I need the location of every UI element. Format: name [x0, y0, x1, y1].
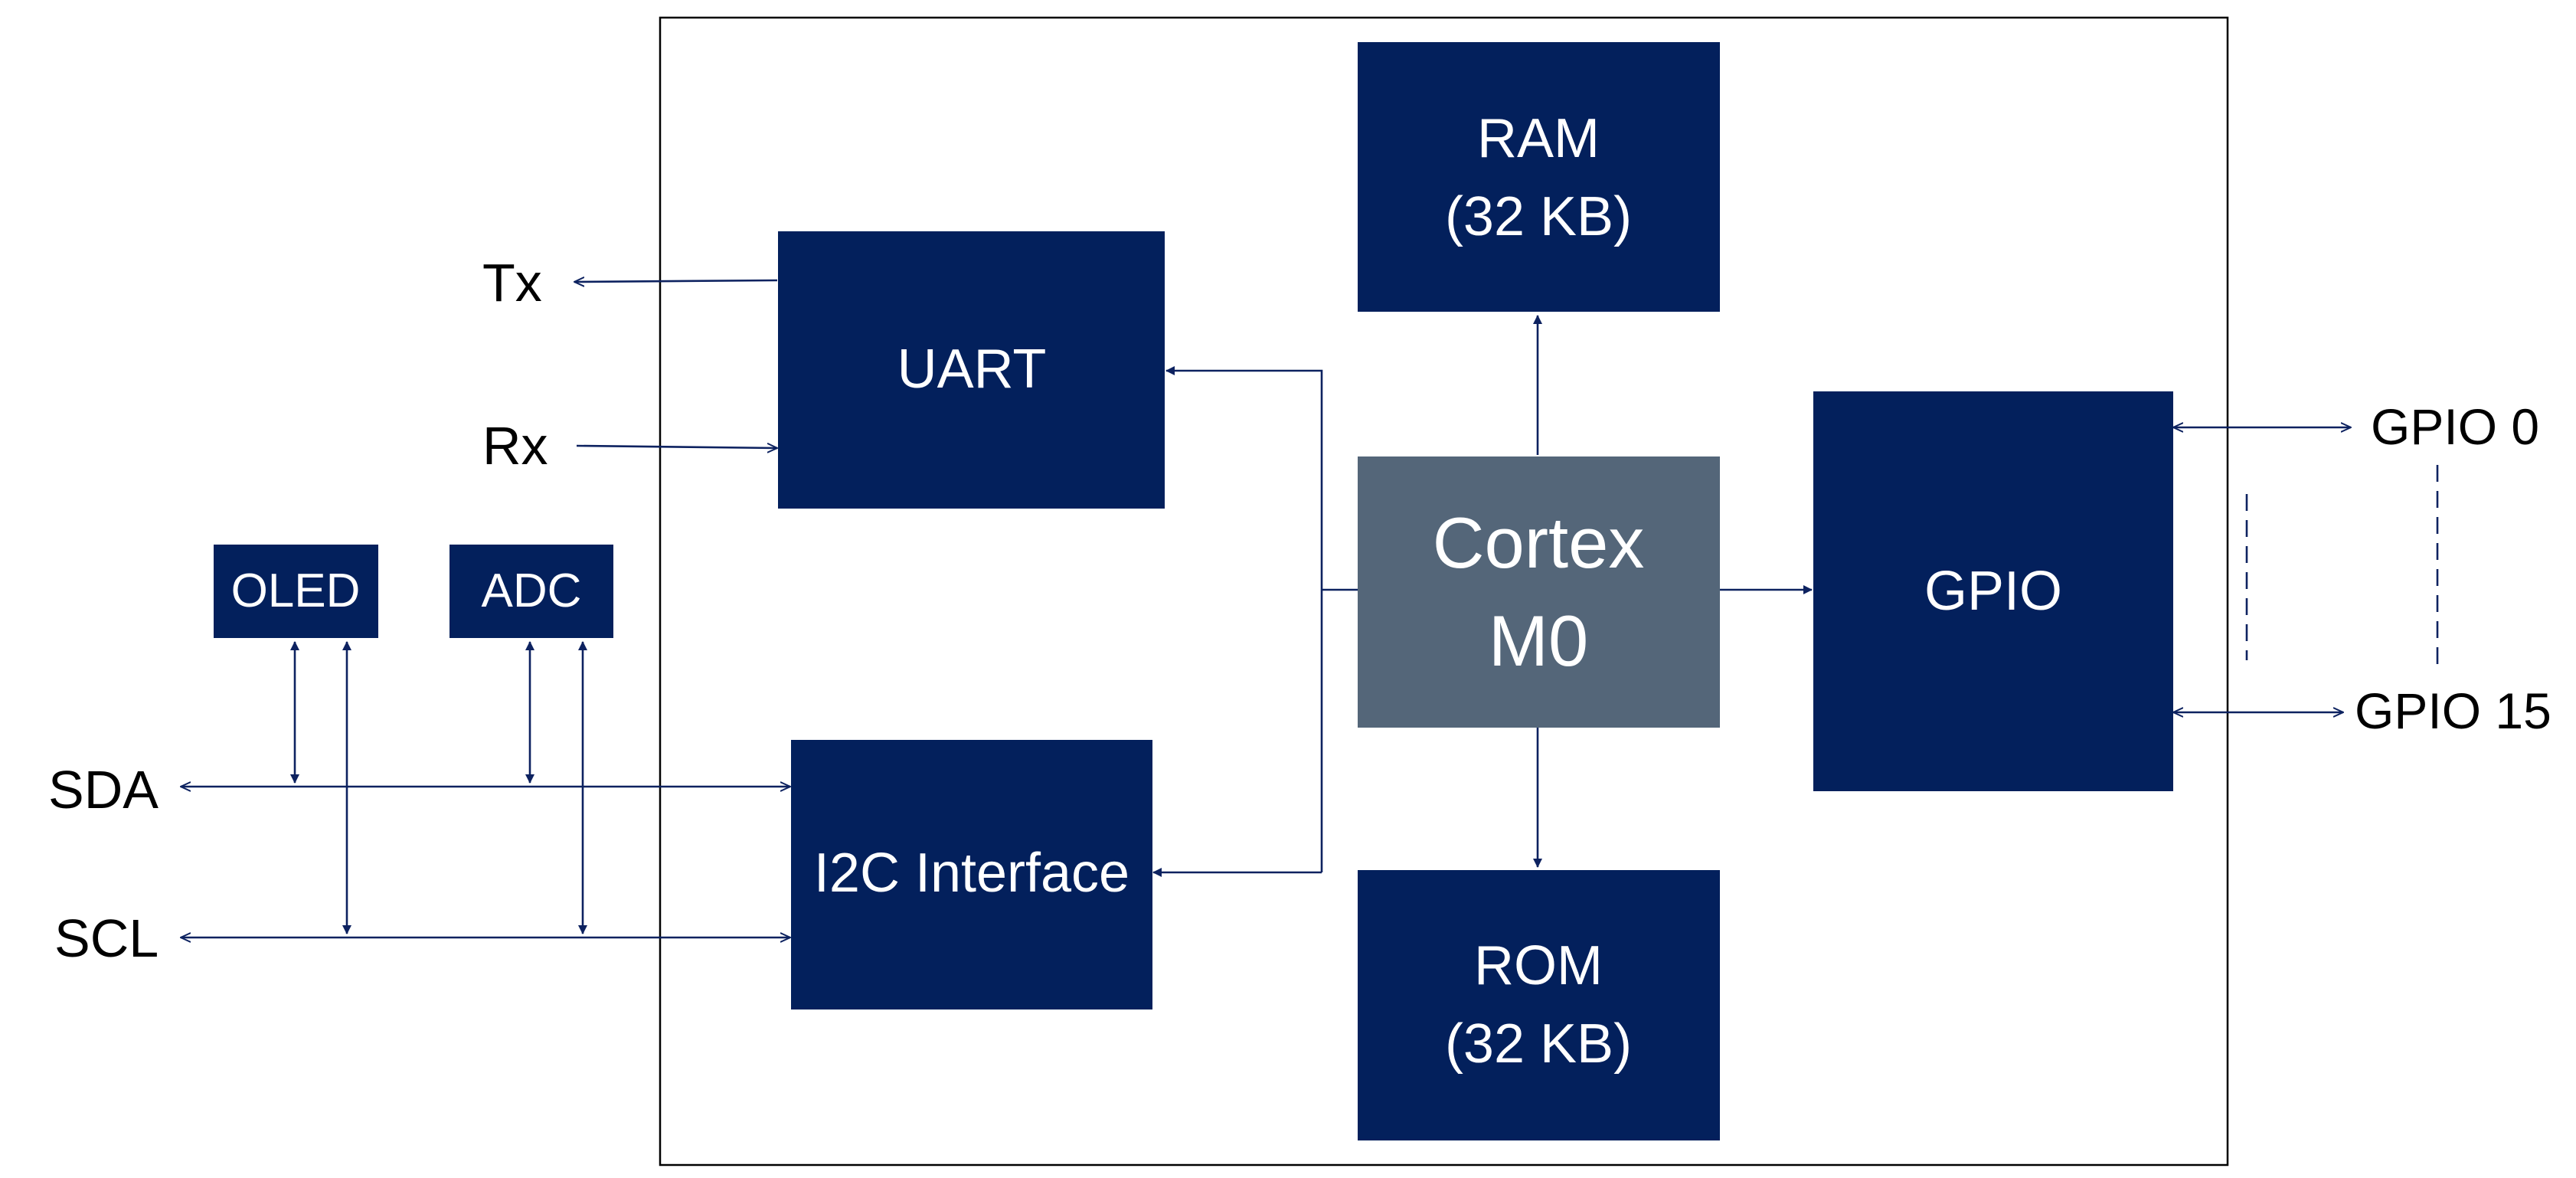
ram-label: RAM: [1477, 108, 1600, 169]
ram-block: RAM (32 KB): [1358, 42, 1720, 312]
rom-box: [1358, 870, 1720, 1140]
oled-label: OLED: [231, 564, 361, 617]
gpio-block: GPIO: [1813, 391, 2173, 791]
i2c-box: [791, 740, 1152, 1009]
cpu-to-uart-arrow: [1165, 366, 1323, 872]
uart-block: UART: [778, 231, 1165, 509]
tx-arrow: [574, 280, 778, 282]
tx-label: Tx: [482, 253, 542, 312]
i2c-label: I2C Interface: [814, 843, 1129, 904]
gpio-box: [1813, 391, 2173, 791]
oled-block: OLED: [214, 545, 378, 638]
oled-box: [214, 545, 378, 638]
rom-size-label: (32 KB): [1445, 1013, 1632, 1075]
adc-box: [449, 545, 613, 638]
scl-label: SCL: [54, 908, 159, 968]
sda-label: SDA: [48, 760, 159, 820]
rx-arrow: [576, 446, 777, 448]
rom-block: ROM (32 KB): [1358, 870, 1720, 1140]
cpu-label-line1: Cortex: [1433, 502, 1645, 583]
cpu-box: [1358, 456, 1720, 728]
gpio-label: GPIO: [1924, 561, 2062, 622]
chip-boundary: [659, 16, 2229, 1167]
rom-label: ROM: [1474, 935, 1603, 996]
ram-size-label: (32 KB): [1445, 186, 1632, 247]
rx-label: Rx: [482, 416, 548, 476]
cortex-m0-block: Cortex M0: [1358, 456, 1720, 728]
adc-label: ADC: [482, 564, 582, 617]
cpu-label-line2: M0: [1489, 600, 1589, 681]
ram-box: [1358, 42, 1720, 312]
adc-block: ADC: [449, 545, 613, 638]
gpio-15-label: GPIO 15: [2355, 682, 2551, 739]
i2c-interface-block: I2C Interface: [791, 740, 1152, 1009]
uart-label: UART: [897, 339, 1047, 400]
gpio-0-label: GPIO 0: [2371, 398, 2539, 455]
uart-box: [778, 231, 1165, 509]
